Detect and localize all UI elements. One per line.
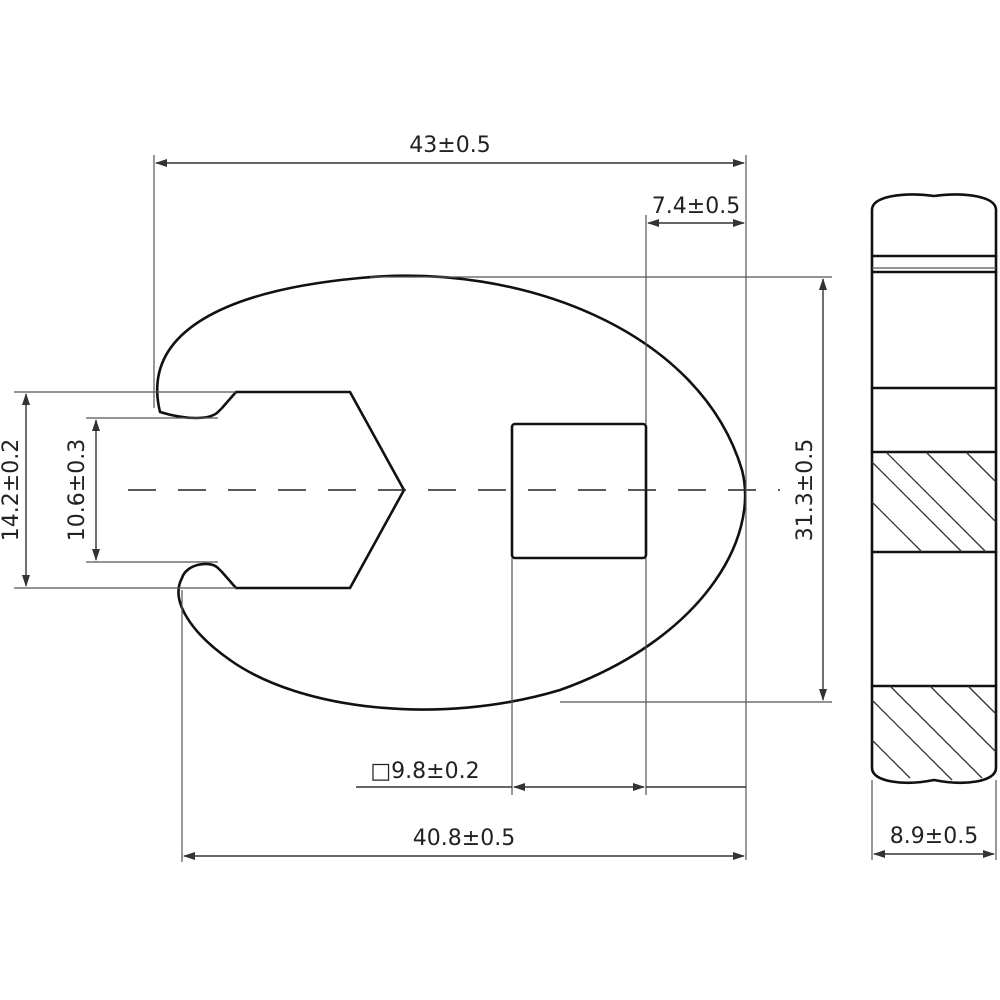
dim-thickness: 8.9±0.5 [890,824,978,849]
dim-drive-offset: 7.4±0.5 [652,194,740,219]
extension-lines [14,155,997,862]
dim-height: 31.3±0.5 [793,439,818,541]
dimension-labels: 43±0.5 7.4±0.5 31.3±0.5 14.2±0.2 10.6±0.… [0,133,978,851]
dim-outer-opening: 14.2±0.2 [0,439,24,541]
side-view-hatch-lower [871,685,997,781]
side-view [870,193,998,784]
dim-body-length: 40.8±0.5 [413,826,515,851]
dim-inner-opening: 10.6±0.3 [65,439,90,541]
dim-overall-length: 43±0.5 [409,133,490,158]
square-drive-hole [510,422,648,560]
wrench-body-outline [156,274,747,711]
side-view-outline [870,193,998,784]
side-view-hatch-upper [871,451,997,553]
dimension-lines [22,159,995,860]
front-view [128,274,780,711]
dim-square-drive: □9.8±0.2 [370,759,479,784]
